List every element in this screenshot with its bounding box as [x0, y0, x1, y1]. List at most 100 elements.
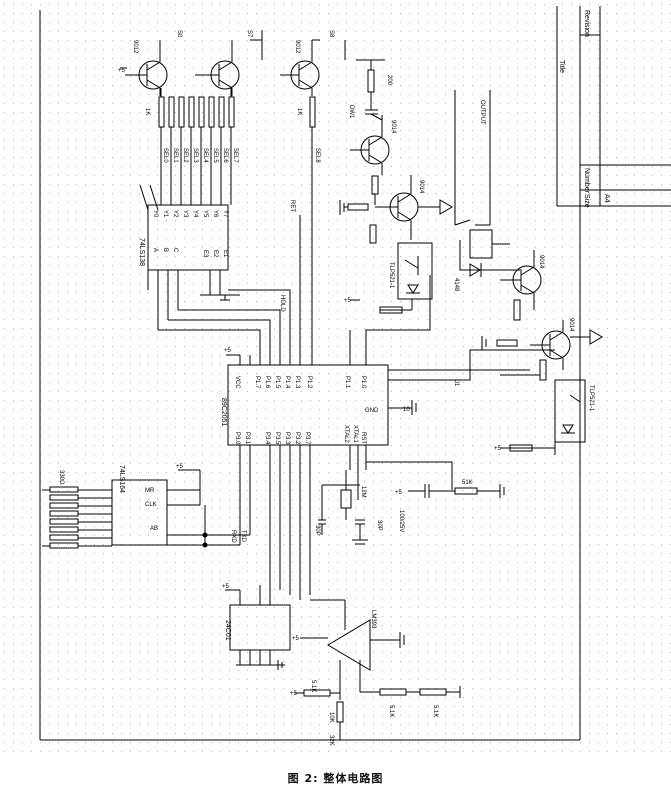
transistor-9014-c-label: 9014 — [538, 255, 544, 269]
shift-register-name: 74LS164 — [118, 465, 125, 493]
q3-label: 9012 — [294, 40, 300, 54]
reset-resistor-51k — [454, 487, 478, 495]
signal-hold: HOLD — [279, 295, 285, 312]
resistor-5.1k-a — [303, 689, 331, 697]
digit-label-s7: S7 — [246, 30, 252, 38]
supply-label-shift: +5 — [176, 464, 184, 470]
resistor-5.1k-c-label: 5.1K — [432, 705, 438, 717]
mcu-rst: RST — [360, 432, 366, 444]
mcu-gnd-pin: 10 — [403, 407, 410, 413]
resistor-5.1k-a-label: 5.1K — [310, 680, 316, 692]
mcu-gnd: GND — [365, 408, 379, 414]
opto-1-label: TLP521-1 — [388, 262, 394, 289]
resistor-10k-c-label: 10K — [328, 712, 334, 723]
transistor-9014-d-label: 9014 — [568, 318, 574, 332]
base-resistor-label: 1K — [144, 108, 150, 115]
signal-rxd: RXD — [230, 530, 236, 543]
resistor-20k-c — [496, 339, 518, 347]
mcu-p32: P3.2 — [294, 432, 300, 445]
mcu-xtal1: XTAL1 — [352, 425, 358, 444]
size-value: A4 — [603, 194, 610, 203]
mcu-vcc: VCC — [234, 376, 240, 389]
decoder-enable-e3: E3 — [202, 250, 208, 258]
base-resistor-array — [158, 88, 235, 205]
diode-label: 4148 — [453, 278, 459, 292]
supply-label-top: +5 — [118, 68, 126, 74]
sel2-label: SEL2 — [182, 148, 188, 163]
output-arrow-b — [589, 329, 603, 345]
decoder-y7: Y7 — [222, 210, 228, 218]
resistor-200 — [367, 69, 375, 93]
comparator-name: LM393 — [370, 610, 376, 629]
resistor-51k-label: 51K — [462, 480, 473, 486]
decoder-y5: Y5 — [202, 210, 208, 218]
resistor-5.1k-c — [419, 688, 447, 696]
signal-output: OUTPUT — [479, 100, 485, 125]
mcu-p17: P1.7 — [254, 376, 260, 389]
title-block-frame — [556, 6, 671, 207]
mcu-p30: P3.0 — [234, 432, 240, 445]
revision-label: Revision — [583, 10, 590, 37]
supply-label-eeprom: +5 — [222, 584, 230, 590]
output-arrow-a — [439, 199, 453, 215]
opto-2-label: TLP521-1 — [588, 385, 594, 412]
mcu-p14: P1.4 — [284, 376, 290, 389]
opto-led-2 — [562, 424, 574, 434]
transistor-q2 — [195, 40, 240, 96]
decoder-input-c: C — [172, 248, 178, 253]
transistor-9014-b-label: 9014 — [418, 180, 424, 194]
sel6-label: SEL6 — [222, 148, 228, 163]
resistor-array-label: 330Ω — [58, 470, 64, 485]
resistor-200-label: 200 — [386, 75, 392, 86]
resistor-10k-b — [513, 299, 521, 321]
decoder-input-b: B — [162, 248, 168, 252]
shift-register-74ls164-body — [111, 479, 168, 546]
resistor-10k-c — [336, 701, 344, 723]
sel0-label: SEL0 — [162, 148, 168, 163]
digit-label-s0: S0 — [176, 30, 182, 38]
resistor-array-330 — [42, 486, 112, 549]
supply-label-reset: +5 — [395, 490, 403, 496]
resistor-1k-b — [509, 444, 533, 452]
transistor-q3-buzzer — [280, 39, 320, 96]
resistor-20k-a — [347, 203, 369, 211]
cap-100-label: 100/25V — [398, 510, 404, 532]
mcu-p10: P1.0 — [360, 376, 366, 389]
mcu-p31: P3.1 — [244, 432, 250, 445]
sel4-label: SEL4 — [202, 148, 208, 163]
opto-led-1 — [407, 284, 419, 294]
decoder-y4: Y4 — [192, 210, 198, 218]
transistor-9014-c — [500, 250, 542, 310]
number-label: Number — [583, 168, 590, 194]
eeprom-24c01-body — [229, 604, 291, 651]
decoder-y6: Y6 — [212, 210, 218, 218]
comparator-lm393 — [327, 619, 371, 671]
mcu-p12: P1.2 — [306, 376, 312, 389]
decoder-y3: Y3 — [182, 210, 188, 218]
transistor-9014-d — [530, 320, 590, 370]
mcu-p11: P1.1 — [344, 376, 350, 389]
buzzer-base-resistor — [309, 96, 316, 128]
sel8-label: SEL8 — [314, 148, 320, 163]
supply-label-comparator: +5 — [290, 691, 298, 697]
decoder-y2: Y2 — [172, 210, 178, 218]
eeprom-name: 24C01 — [224, 620, 231, 641]
circuit-diagram: Title Revision Number Size A4 9012 9012 … — [39, 6, 671, 746]
sel3-label: SEL3 — [192, 148, 198, 163]
sel5-label: SEL5 — [212, 148, 218, 163]
shift-register-clk: CLK — [145, 502, 157, 508]
title-label: Title — [558, 60, 565, 73]
shift-register-mr: MR — [145, 488, 155, 494]
resistor-1k-a — [379, 306, 403, 314]
supply-label-mcu: +5 — [224, 348, 232, 354]
transistor-9014-b — [375, 175, 440, 240]
resistor-5.1k-b — [379, 688, 407, 696]
resistor-20k-b — [369, 224, 377, 244]
decoder-y0: Y0 — [152, 210, 158, 218]
decoder-enable-e1: E1 — [222, 250, 228, 258]
decoder-enable-e2: E2 — [212, 250, 218, 258]
mcu-p35: P3.5 — [274, 432, 280, 445]
cap-30p-b-label: 30P — [376, 520, 382, 531]
diode-4148 — [469, 263, 481, 277]
mcu-p34: P3.4 — [264, 432, 270, 445]
